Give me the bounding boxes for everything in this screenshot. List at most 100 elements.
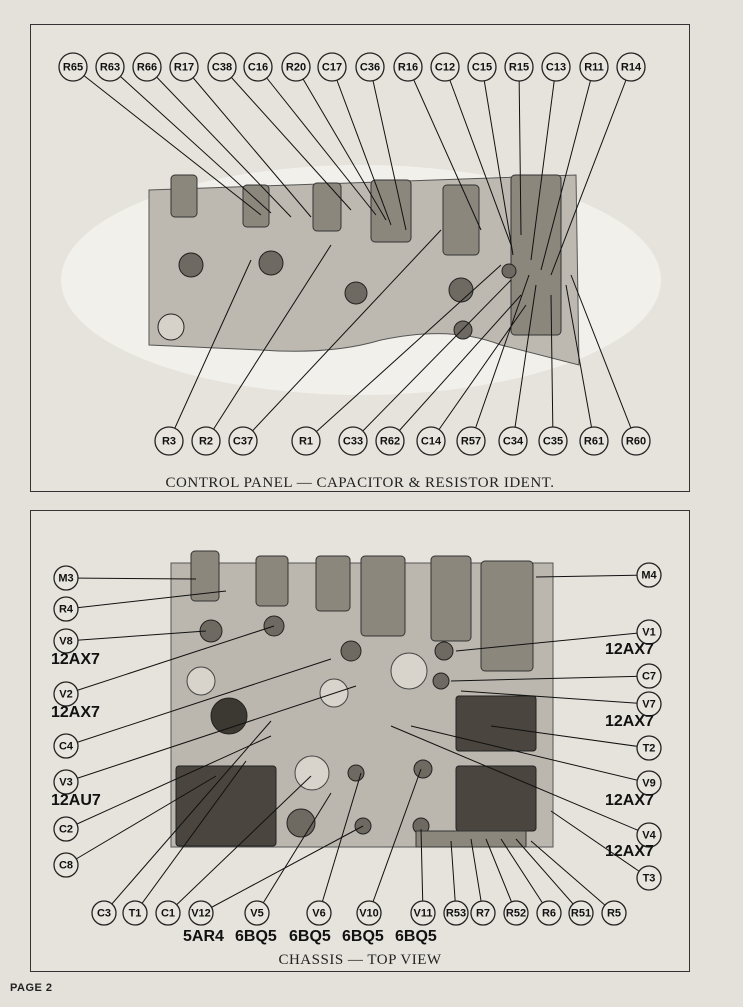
callout-t3: T3 — [550, 810, 662, 891]
callout-r17: R17 — [169, 52, 312, 218]
callout-circle — [443, 900, 469, 926]
leader-line — [167, 775, 312, 914]
callout-circle — [616, 52, 646, 82]
callout-r7: R7 — [470, 838, 496, 926]
callout-v1: V1 — [455, 619, 662, 652]
callout-circle — [155, 900, 181, 926]
callout-m3: M3 — [53, 565, 197, 591]
callout-v4: V4 — [390, 725, 662, 848]
leader-line — [352, 279, 512, 442]
callout-text: C8 — [59, 860, 73, 872]
callout-circle — [536, 900, 562, 926]
callout-c7: C7 — [450, 663, 662, 689]
callout-circle — [636, 865, 662, 891]
callout-circle — [416, 426, 446, 456]
tube-type-v3: 12AU7 — [51, 792, 101, 809]
callout-text: C7 — [642, 671, 656, 683]
leader-line — [550, 294, 554, 442]
tube-type-v8: 12AX7 — [51, 651, 100, 668]
tube-type-bottom: 5AR4 — [183, 928, 224, 945]
callout-v2: V2 — [53, 625, 275, 707]
callout-text: V4 — [642, 830, 656, 842]
callout-c36: C36 — [355, 52, 407, 231]
callout-circle — [207, 52, 237, 82]
callout-circle — [538, 426, 568, 456]
callout-r61: R61 — [565, 284, 609, 456]
callout-text: C13 — [546, 62, 566, 74]
callout-text: C36 — [360, 62, 380, 74]
leader-line — [65, 735, 272, 830]
callout-text: V7 — [642, 699, 655, 711]
callout-r52: R52 — [485, 838, 529, 926]
tube-type-bottom: 6BQ5 — [235, 928, 277, 945]
callout-r5: R5 — [530, 840, 627, 926]
tube-type-bottom: 6BQ5 — [289, 928, 331, 945]
callout-circle — [498, 426, 528, 456]
callout-circle — [636, 619, 662, 645]
callout-circle — [410, 900, 436, 926]
leader-line — [146, 66, 292, 218]
callout-circle — [188, 900, 214, 926]
leader-line — [565, 284, 595, 442]
leader-line — [460, 690, 650, 705]
leader-line — [221, 66, 352, 211]
leader-line — [407, 66, 482, 231]
leader-line — [72, 66, 262, 216]
controls — [170, 174, 562, 336]
leader-line — [570, 274, 637, 442]
callout-c16: C16 — [243, 52, 377, 216]
callout-circle — [53, 769, 79, 795]
leader-line — [295, 66, 387, 221]
callout-circle — [53, 733, 79, 759]
callout-circle — [91, 900, 117, 926]
callout-circle — [291, 426, 321, 456]
callout-r53: R53 — [443, 840, 469, 926]
callout-circle — [375, 426, 405, 456]
callout-m4: M4 — [535, 562, 662, 588]
callout-t2: T2 — [490, 725, 662, 761]
callout-r57: R57 — [456, 274, 530, 456]
callout-text: C3 — [97, 908, 111, 920]
leader-line — [368, 768, 422, 914]
callout-r51: R51 — [515, 838, 594, 926]
leader-line — [305, 264, 502, 442]
callout-circle — [621, 426, 651, 456]
callout-circle — [541, 52, 571, 82]
leader-line — [318, 772, 362, 914]
callout-text: C37 — [233, 436, 253, 448]
leader-line — [490, 725, 650, 749]
leader-line — [530, 66, 557, 261]
callout-text: V8 — [59, 636, 72, 648]
leader-line — [256, 792, 332, 914]
callout-text: C16 — [248, 62, 268, 74]
large-cans — [186, 652, 428, 791]
callout-text: R61 — [584, 436, 604, 448]
callout-t1: T1 — [122, 760, 247, 926]
chassis-controls — [190, 550, 534, 672]
callout-text: R53 — [446, 908, 466, 920]
callout-r14: R14 — [550, 52, 646, 276]
callout-circle — [456, 426, 486, 456]
callout-v12: V12 — [188, 825, 364, 926]
callout-circle — [636, 770, 662, 796]
leader-line — [500, 838, 550, 914]
callout-text: R11 — [584, 62, 604, 74]
leader-line — [530, 840, 615, 914]
leader-line — [515, 838, 582, 914]
callout-text: V12 — [191, 908, 211, 920]
callout-c33: C33 — [338, 279, 512, 456]
leader-line — [410, 725, 650, 784]
callout-text: V1 — [642, 627, 655, 639]
callout-text: R15 — [509, 62, 529, 74]
callout-circle — [467, 52, 497, 82]
callout-circle — [228, 426, 258, 456]
callout-circle — [243, 52, 273, 82]
callout-text: C35 — [543, 436, 563, 448]
callout-c38: C38 — [207, 52, 352, 211]
callout-circle — [579, 52, 609, 82]
callout-text: R60 — [626, 436, 646, 448]
tube-type-v4: 12AX7 — [605, 843, 654, 860]
